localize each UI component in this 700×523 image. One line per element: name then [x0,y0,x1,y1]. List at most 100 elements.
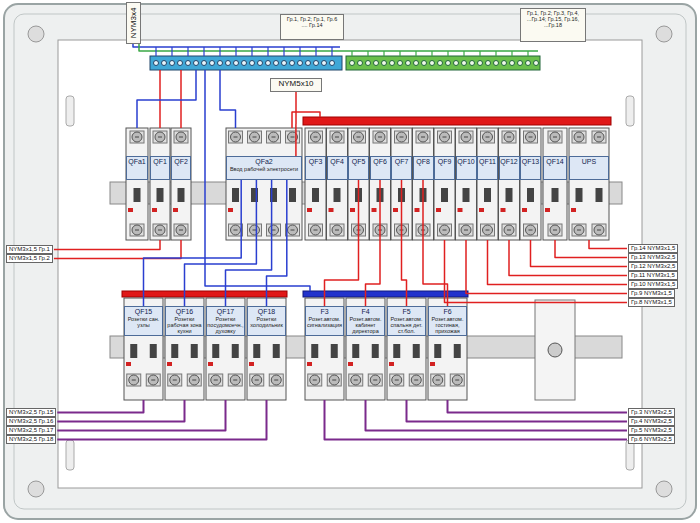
breaker-housing [126,128,148,240]
screw-slot [255,380,259,381]
screw-slot [486,137,490,138]
terminal [209,374,223,386]
outgoing-cable [589,240,627,249]
toggle-lever [289,188,296,202]
terminal-screw [397,132,407,142]
cable-label: NYM3x2,5 Гр.17 [6,426,56,435]
strip-screw [486,61,491,66]
breaker-label: QF5 [348,156,369,180]
outgoing-cable [57,400,184,422]
breaker-housing [520,128,541,240]
neutral-wire [171,47,172,56]
toggle-lever [393,344,400,358]
breaker-housing [477,128,498,240]
screw-slot [332,380,336,381]
device-name: QF14 [544,158,566,166]
breaker-housing [434,128,455,240]
device-name: F3 [306,308,343,316]
device-name: QF13 [521,158,540,166]
terminal [450,374,464,386]
terminal [168,374,182,386]
terminal [286,131,300,143]
breaker-housing [569,128,609,240]
trip-indicator [501,208,506,212]
plate-slot [66,440,74,470]
terminal [174,131,188,143]
neutral-wire [283,47,284,56]
device-description: Розетки холодильник [248,316,285,328]
earth-wire [463,51,464,56]
toggle-lever [463,188,470,202]
terminal-screw [310,375,320,385]
device-description: Розет.автом. сигнализация [306,316,343,328]
trip-indicator [389,362,394,366]
breaker-housing [305,298,344,400]
wire-connector [325,180,359,306]
toggle-lever [157,188,164,202]
terminal [592,131,606,143]
trip-indicator [522,208,527,212]
neutral-wire [187,47,188,56]
group-callout: Гр.1, Гр.2; Гр.3, Гр.4, ...Гр.14; Гр.15,… [520,8,586,42]
terminal-screw [148,375,158,385]
bracket-screw [548,343,562,357]
terminal [438,224,452,236]
screw-slot [597,137,601,138]
terminal-screw [411,375,421,385]
strip-screw [210,61,215,66]
screw-slot [464,230,468,231]
toggle-lever [178,188,185,202]
terminal-screw [483,132,493,142]
breaker-housing [165,298,204,400]
earth-wire [479,51,480,56]
screw-slot [597,230,601,231]
neutral-wire [299,47,300,56]
screw-slot [335,230,339,231]
mounting-hole [28,26,44,42]
earth-wire [383,51,384,56]
screw-slot [529,230,533,231]
screw-slot [395,380,399,381]
screw-slot [373,380,377,381]
mounting-hole [656,481,672,497]
device-name: QF7 [392,158,411,166]
toggle-lever [232,188,239,202]
outgoing-cable [531,240,628,267]
toggle-lever [506,188,513,202]
terminal-screw [155,225,165,235]
neutral-busbar [303,291,468,297]
screw-slot [553,137,557,138]
terminal [416,131,430,143]
breaker-body [327,128,348,240]
breaker-housing [206,298,245,400]
terminal [330,131,344,143]
terminal [174,224,188,236]
strip-screw [350,61,355,66]
terminal [395,131,409,143]
toggle-lever [413,344,420,358]
terminal [308,374,322,386]
neutral-wire [137,70,196,128]
breaker-label: UPS [569,156,609,180]
breaker-label: F4Розет.автом. кабинет директора [346,306,385,336]
strip-screw [202,61,207,66]
breaker-body [226,128,302,240]
device-description: Розет.автом. кабинет директора [347,316,384,334]
outgoing-cable [57,400,225,431]
outgoing-cable [325,400,628,440]
breaker-body [499,128,520,240]
device-description: Ввод рабочей электросети [227,166,301,172]
cable-tag: NYM5x10 [270,78,322,92]
outgoing-cable [445,240,628,303]
neutral-wire [219,47,220,56]
strip-screw [534,61,539,66]
strip-screw [178,61,183,66]
strip-screw [266,61,271,66]
screw-slot [192,380,196,381]
terminal [330,224,344,236]
terminal-screw [550,132,560,142]
terminal [153,224,167,236]
enclosure [4,4,696,519]
screw-slot [158,230,162,231]
